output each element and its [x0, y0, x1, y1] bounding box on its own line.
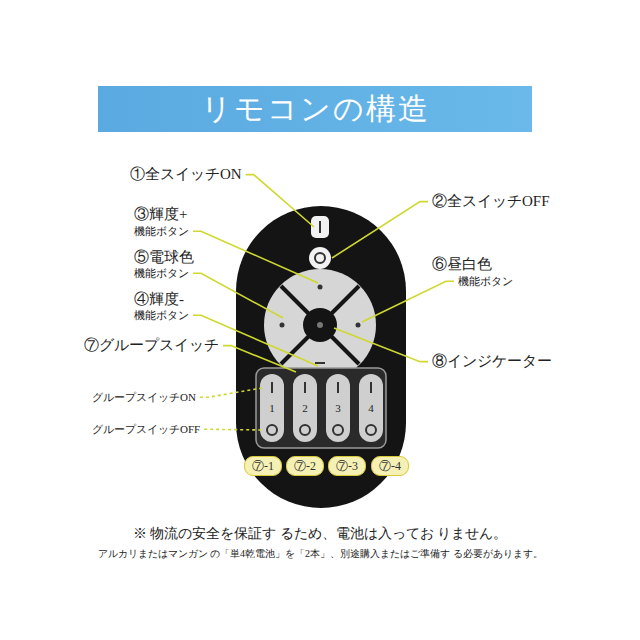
key-on-mark — [337, 382, 339, 393]
key-off-mark — [300, 425, 310, 435]
group-tag-text: ⑦-1 — [252, 459, 274, 473]
leader-line — [362, 281, 454, 322]
callout-label: ⑤電球色 — [134, 249, 194, 266]
callout-label: ⑧インジケーター — [432, 353, 552, 370]
group-tag: ⑦-4 — [371, 456, 409, 476]
key-number: 3 — [335, 402, 341, 415]
title-band: リモコンの構造 — [98, 86, 532, 132]
dpad-divider — [281, 286, 359, 364]
key-number: 1 — [269, 402, 275, 415]
minus-mark — [315, 362, 325, 364]
leader-line — [204, 429, 262, 431]
group-key — [359, 374, 383, 442]
key-on-mark — [271, 382, 273, 393]
callout-sub: 機能ボタン — [134, 267, 189, 280]
leader-line — [334, 328, 428, 362]
group-tag: ⑦-3 — [328, 456, 366, 476]
callout-sub: 機能ボタン — [458, 275, 513, 288]
title: リモコンの構造 — [201, 89, 430, 130]
group-tag: ⑦-2 — [286, 456, 324, 476]
callout-label: グループスイッチON — [92, 391, 196, 404]
leader-line — [223, 346, 296, 372]
callout-label: グループスイッチOFF — [92, 423, 200, 436]
callout-label: ⑥昼白色 — [432, 256, 492, 273]
key-number: 4 — [368, 402, 374, 415]
off-mark — [315, 253, 325, 263]
group-key — [260, 374, 284, 442]
note: ※ 物流の安全を保証す るため、電池は入ってお りません。 — [133, 526, 508, 542]
leader-line — [193, 231, 318, 283]
key-off-mark — [267, 425, 277, 435]
white-mark — [356, 323, 361, 328]
callout-label: ①全スイッチON — [130, 166, 242, 183]
group-tag-text: ⑦-3 — [336, 459, 358, 473]
callout-label: ③輝度+ — [134, 206, 187, 223]
leader-line — [246, 175, 314, 227]
remote-body — [236, 206, 406, 508]
key-off-mark — [333, 425, 343, 435]
leader-line — [332, 202, 428, 258]
dpad — [264, 269, 376, 381]
group-key — [326, 374, 350, 442]
callout-label: ②全スイッチOFF — [432, 193, 550, 210]
group-tag-text: ⑦-4 — [379, 459, 401, 473]
warm-mark — [280, 323, 285, 328]
group-tag-text: ⑦-2 — [294, 459, 316, 473]
leader-line — [200, 388, 262, 397]
off-button — [309, 247, 331, 269]
group-tag: ⑦-1 — [244, 456, 282, 476]
key-number: 2 — [302, 402, 308, 415]
callout-label: ⑦グループスイッチ — [84, 337, 219, 354]
dpad-center — [303, 308, 337, 342]
dpad-divider — [281, 286, 359, 364]
note: アルカリまたはマンガン の「単4乾電池」を「2本」、別途購入またはご準備す る必… — [98, 548, 543, 560]
key-off-mark — [366, 425, 376, 435]
group-panel — [256, 368, 386, 448]
group-key — [293, 374, 317, 442]
plus-mark — [318, 285, 323, 290]
callout-sub: 機能ボタン — [134, 309, 189, 322]
key-on-mark — [370, 382, 372, 393]
callout-label: ④輝度- — [134, 291, 184, 308]
callout-sub: 機能ボタン — [134, 225, 189, 238]
key-on-mark — [304, 382, 306, 393]
leader-line — [193, 273, 283, 318]
on-mark — [319, 221, 321, 233]
indicator-led — [317, 322, 323, 328]
